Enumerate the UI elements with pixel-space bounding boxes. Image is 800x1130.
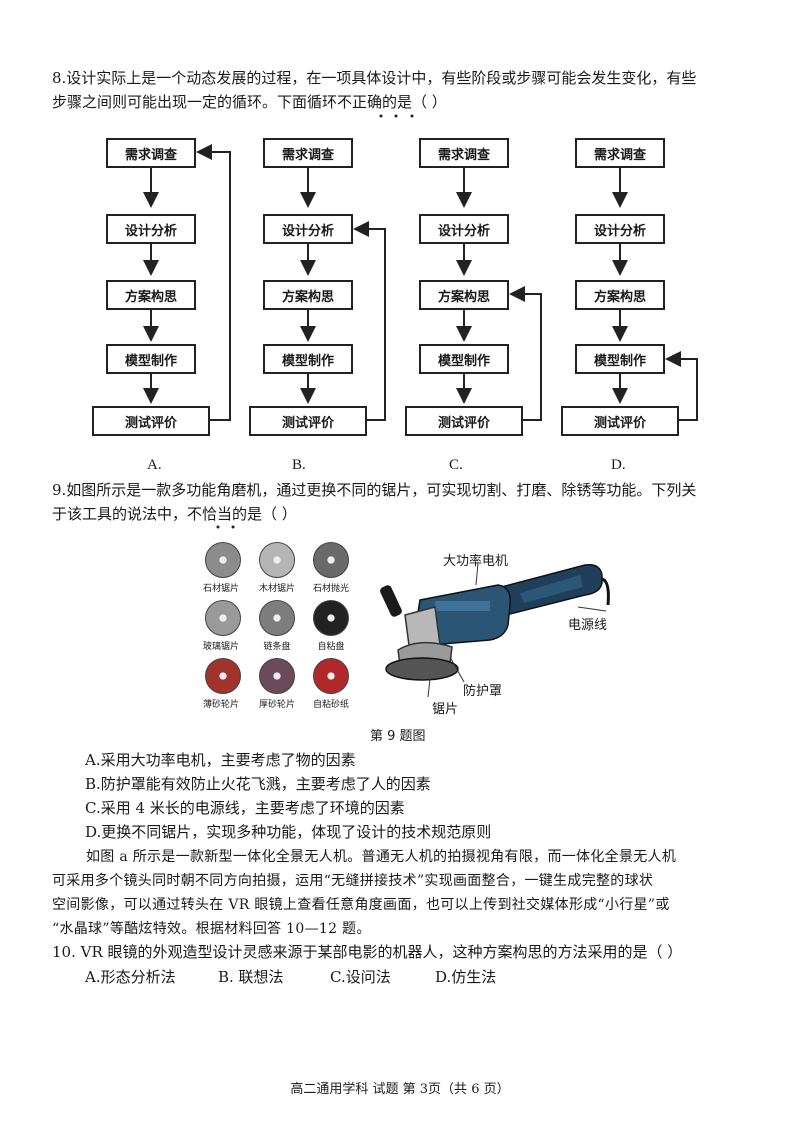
flow-step-concept: 方案构思	[575, 280, 665, 310]
flow-step-test: 测试评价	[249, 406, 367, 436]
option-label-b: B.	[292, 457, 306, 473]
stone-polish-disc-icon	[313, 542, 349, 578]
q9-choice-b: B.防护罩能有效防止火花飞溅，主要考虑了人的因素	[85, 775, 431, 793]
flow-step-demand-survey: 需求调查	[263, 138, 353, 168]
flow-step-design-analysis: 设计分析	[575, 214, 665, 244]
passage-line-3: 空间影像，可以通过转头在 VR 眼镜上查看任意角度画面，也可以上传到社交媒体形成…	[52, 897, 670, 913]
q10-choice-a: A.形态分析法	[85, 968, 176, 986]
disc-label: 自粘砂纸	[312, 700, 349, 710]
q9-choice-a: A.采用大功率电机，主要考虑了物的因素	[85, 751, 356, 769]
passage-line-2: 可采用多个镜头同时朝不同方向拍摄，运用“无缝拼接技术”实现画面整合，一键生成完整…	[52, 873, 654, 889]
flow-step-model: 模型制作	[575, 344, 665, 374]
flowchart-a: 需求调查 设计分析 方案构思 模型制作 测试评价	[92, 128, 247, 436]
flow-step-demand-survey: 需求调查	[106, 138, 196, 168]
flow-step-concept: 方案构思	[419, 280, 509, 310]
disc-label: 石材抛光	[312, 584, 349, 594]
option-label-a: A.	[147, 457, 162, 473]
disc-label: 自粘盘	[317, 642, 345, 652]
q9-stem-line1: 9.如图所示是一款多功能角磨机，通过更换不同的锯片，可实现切割、打磨、除锈等功能…	[52, 481, 697, 499]
flow-step-test: 测试评价	[561, 406, 679, 436]
disc-label: 木材锯片	[258, 584, 295, 594]
emphasis-dots-q9	[216, 525, 235, 529]
flow-step-design-analysis: 设计分析	[263, 214, 353, 244]
flowchart-c: 需求调查 设计分析 方案构思 模型制作 测试评价	[405, 128, 560, 436]
q10-choice-c: C.设问法	[330, 968, 391, 986]
callout-blade: 锯片	[432, 702, 459, 717]
q10-choice-d: D.仿生法	[435, 968, 497, 986]
flow-step-test: 测试评价	[92, 406, 210, 436]
flow-step-demand-survey: 需求调查	[575, 138, 665, 168]
self-adhesive-pad-icon	[313, 600, 349, 636]
angle-grinder-illustration	[380, 562, 610, 698]
passage-line-4: “水晶球”等酷炫特效。根据材料回答 10—12 题。	[52, 921, 371, 937]
thick-grinding-wheel-icon	[259, 658, 295, 694]
disc-label: 链条盘	[263, 642, 291, 652]
flow-step-model: 模型制作	[106, 344, 196, 374]
q9-choice-d: D.更换不同锯片，实现多种功能，体现了设计的技术规范原则	[85, 823, 492, 841]
q10-choice-b: B. 联想法	[218, 968, 284, 986]
disc-label: 玻璃锯片	[202, 642, 239, 652]
q9-choice-c: C.采用 4 米长的电源线，主要考虑了环境的因素	[85, 799, 405, 817]
q10-stem: 10. VR 眼镜的外观造型设计灵感来源于某部电影的机器人，这种方案构思的方法采…	[52, 943, 683, 961]
figure-caption: 第 9 题图	[370, 729, 426, 744]
adhesive-sandpaper-icon	[313, 658, 349, 694]
option-label-d: D.	[611, 457, 626, 473]
disc-label: 厚砂轮片	[258, 700, 295, 710]
callout-motor: 大功率电机	[443, 554, 509, 569]
callout-guard: 防护罩	[463, 684, 503, 699]
flow-step-model: 模型制作	[419, 344, 509, 374]
thin-grinding-wheel-icon	[205, 658, 241, 694]
q8-stem-line2: 步骤之间则可能出现一定的循环。下面循环不正确的是（ ）	[52, 93, 447, 111]
stone-saw-disc-icon	[205, 542, 241, 578]
page-footer: 高二通用学科 试题 第 3页（共 6 页）	[290, 1082, 510, 1097]
callout-power-cord: 电源线	[568, 618, 608, 633]
emphasis-dots	[379, 114, 414, 118]
passage-line-1: 如图 a 所示是一款新型一体化全景无人机。普通无人机的拍摄视角有限，而一体化全景…	[86, 849, 677, 865]
blade-grid: 石材锯片 木材锯片 石材抛光 玻璃锯片 链条盘 自粘盘 薄砂轮片 厚砂轮片 自粘…	[195, 540, 360, 710]
flow-step-demand-survey: 需求调查	[419, 138, 509, 168]
q9-stem-line2: 于该工具的说法中，不恰当的是（ ）	[52, 505, 297, 523]
flow-step-model: 模型制作	[263, 344, 353, 374]
flow-step-design-analysis: 设计分析	[106, 214, 196, 244]
q8-stem-line1: 8.设计实际上是一个动态发展的过程，在一项具体设计中，有些阶段或步骤可能会发生变…	[52, 69, 697, 87]
flow-step-concept: 方案构思	[263, 280, 353, 310]
flow-step-test: 测试评价	[405, 406, 523, 436]
disc-label: 薄砂轮片	[202, 700, 239, 710]
flow-step-concept: 方案构思	[106, 280, 196, 310]
flowchart-b: 需求调查 设计分析 方案构思 模型制作 测试评价	[249, 128, 404, 436]
disc-label: 石材锯片	[202, 584, 239, 594]
glass-saw-disc-icon	[205, 600, 241, 636]
chain-disc-icon	[259, 600, 295, 636]
wood-saw-disc-icon	[259, 542, 295, 578]
option-label-c: C.	[449, 457, 463, 473]
flow-step-design-analysis: 设计分析	[419, 214, 509, 244]
flowchart-d: 需求调查 设计分析 方案构思 模型制作 测试评价	[561, 128, 716, 436]
